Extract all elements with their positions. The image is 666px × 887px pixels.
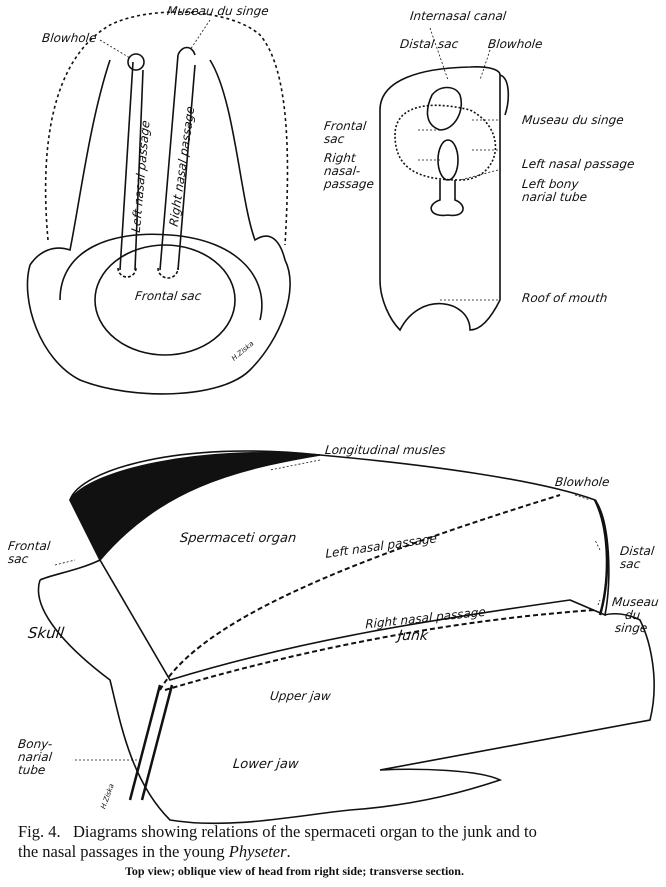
label-left-nasal-2: Left nasal passage [521, 157, 636, 171]
caption-line-2: the nasal passages in the young Physeter… [18, 842, 291, 862]
label-frontal-sac: Frontal sac [134, 289, 202, 303]
label-upper-jaw: Upper jaw [269, 689, 332, 703]
label-blowhole-3: Blowhole [554, 475, 611, 489]
species-name: Physeter [228, 842, 287, 861]
label-left-bony-b: narial tube [521, 190, 588, 204]
caption-line-1: Fig. 4. Diagrams showing relations of th… [18, 822, 537, 842]
caption-text-2: the nasal passages in the young [18, 842, 225, 861]
oblique-view-diagram [37, 450, 655, 825]
leader-lines [54, 19, 601, 761]
label-frontal-sac-3b: sac [7, 552, 29, 566]
label-blowhole: Blowhole [41, 31, 98, 45]
subcaption: Top view; oblique view of head from righ… [125, 864, 464, 878]
label-skull: Skull [27, 624, 66, 642]
caption-period: . [286, 842, 291, 861]
label-distal-sac-3b: sac [619, 557, 641, 571]
label-bony-narial-c: tube [17, 763, 47, 777]
label-spermaceti-organ: Spermaceti organ [179, 531, 298, 546]
label-blowhole-2: Blowhole [487, 37, 544, 51]
label-frontal-sac-2b: sac [323, 132, 345, 146]
label-museau-3c: singe [614, 621, 648, 635]
top-view-diagram [26, 11, 291, 395]
figure-number: Fig. 4. [18, 822, 61, 841]
label-junk: Junk [397, 628, 429, 644]
label-internasal-canal: Internasal canal [409, 9, 507, 23]
label-distal-sac: Distal sac [399, 37, 460, 51]
label-lower-jaw: Lower jaw [232, 757, 300, 772]
label-longitudinal-muscles: Longitudinal musles [324, 443, 447, 457]
label-roof-of-mouth: Roof of mouth [521, 291, 609, 305]
label-right-nasal-c: passage [323, 177, 375, 191]
label-museau-2: Museau du singe [521, 113, 625, 127]
label-museau-du-singe: Museau du singe [166, 4, 270, 18]
transverse-section-diagram [379, 66, 510, 332]
caption-text: Diagrams showing relations of the sperma… [73, 822, 537, 841]
